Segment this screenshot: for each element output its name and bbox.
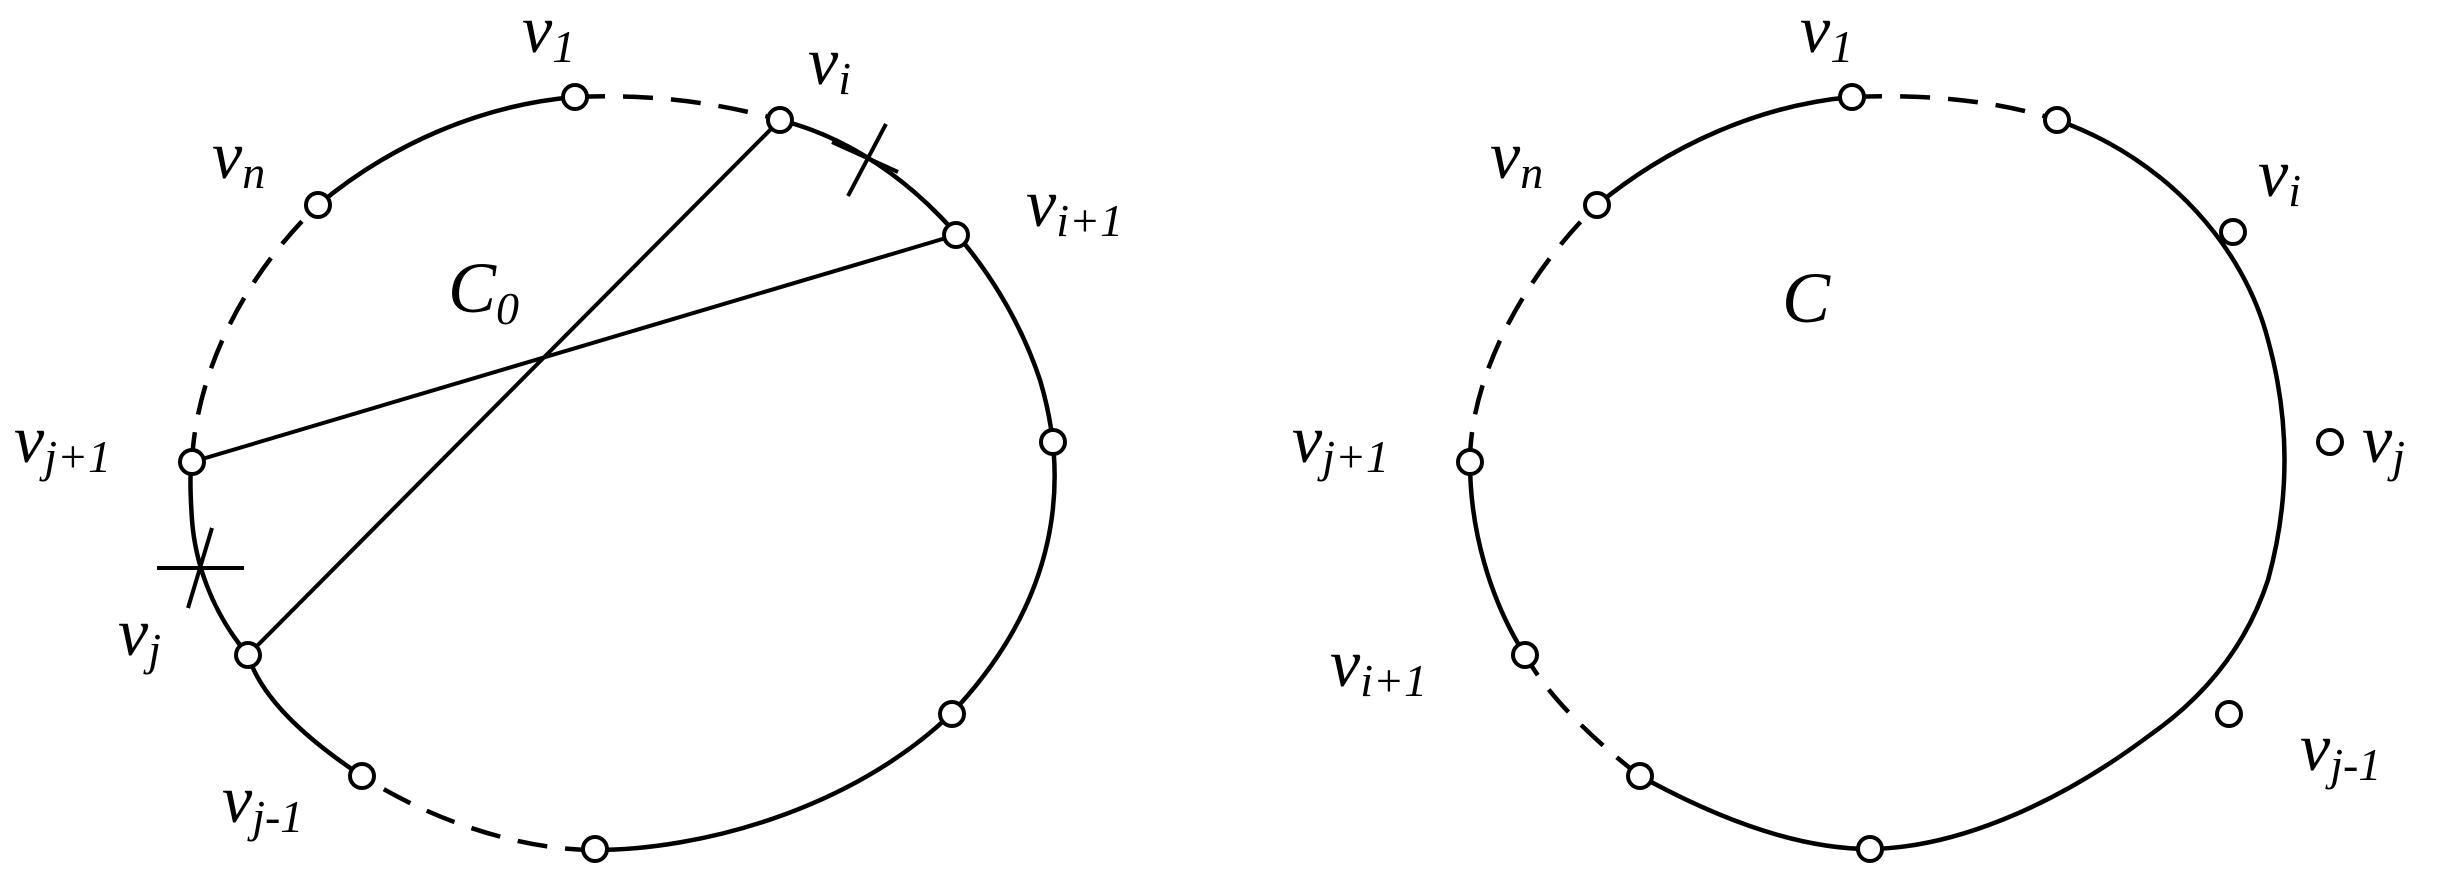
right-label-vj: vj (2362, 401, 2405, 482)
left-label-vj: vj (118, 594, 161, 675)
right-vertex-vn (1583, 191, 1611, 219)
left-label-vi1: vi+1 (1026, 165, 1123, 246)
left-cycle-dashed-bottom (360, 774, 596, 853)
right-label-vn: vn (1490, 117, 1543, 198)
cut-mark-top (831, 123, 899, 197)
right-vertex-v1 (1838, 83, 1866, 111)
right-cycle-arc-top-left (1595, 94, 1853, 207)
left-vertex-vjm1 (348, 762, 376, 790)
right-vertex-bottom (1856, 835, 1884, 863)
left-cycle-arc-right (594, 117, 1057, 853)
left-vertex-bottom (581, 835, 609, 863)
left-cycle-dashed-left (189, 203, 320, 463)
right-label-vjm1: vj-1 (2300, 709, 2381, 790)
left-label-vjm1: vj-1 (222, 761, 303, 842)
right-cycle-dashed-top (1851, 94, 2058, 123)
left-vertex-vj1 (178, 448, 206, 476)
right-cycle-dashed-left (1467, 203, 1599, 463)
left-vertex-right (1039, 428, 1067, 456)
right-vertex-lower-left (1626, 762, 1654, 790)
right-vertex-vi1 (1511, 641, 1539, 669)
left-vertex-vi1 (942, 221, 970, 249)
right-diagram: C v1 vn vi vj+1 vj vi+1 vj-1 (1292, 0, 2405, 863)
left-label-v1: v1 (522, 0, 575, 72)
right-label-vi1: vi+1 (1330, 625, 1427, 706)
chord-vj1-vi1 (191, 233, 957, 464)
left-label-vj1: vj+1 (14, 401, 111, 482)
chord-vj-vi (246, 118, 782, 657)
left-cycle-label: C0 (448, 248, 519, 334)
left-diagram: C0 v1 vi vi+1 vn vj+1 vj vj-1 (14, 0, 1123, 863)
right-cycle-label: C (1782, 258, 1831, 338)
right-label-vj1: vj+1 (1292, 401, 1389, 482)
right-vertex-vj (2316, 428, 2344, 456)
right-vertex-vj1 (1456, 448, 1484, 476)
right-cycle-arc-right (1869, 117, 2287, 852)
left-vertex-v1 (561, 83, 589, 111)
right-vertex-vjm1 (2215, 700, 2243, 728)
left-vertex-vi (766, 106, 794, 134)
right-cycle-arc-bottom (1638, 774, 1871, 852)
left-cycle-arc-bottom-left (188, 461, 364, 778)
right-cycle-arc-bottom-left (1467, 461, 1527, 657)
left-cycle-dashed-top (574, 94, 781, 123)
left-vertex-vj (234, 641, 262, 669)
cut-mark-left (157, 527, 244, 609)
left-vertex-lower-right (938, 700, 966, 728)
left-label-vn: vn (212, 117, 265, 198)
right-vertex-vi (2219, 218, 2247, 246)
left-cycle-arc-top-left (316, 94, 576, 207)
right-label-v1: v1 (1800, 0, 1853, 72)
right-cycle-dashed-bottom (1523, 653, 1642, 778)
right-vertex-top-right (2043, 106, 2071, 134)
right-label-vi: vi (2258, 135, 2301, 216)
left-label-vi: vi (808, 23, 851, 104)
left-vertex-vn (304, 191, 332, 219)
